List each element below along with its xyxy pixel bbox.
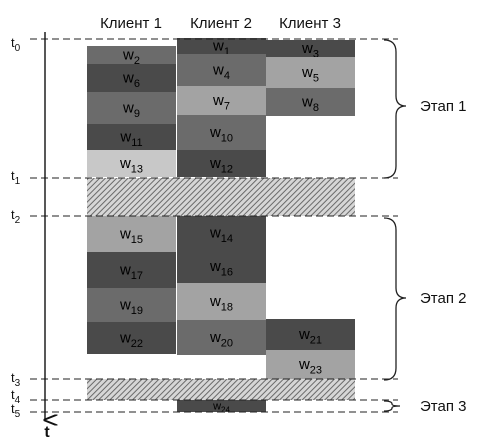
block-w2-fill [87,46,176,64]
block-w14-label: w14 [209,225,233,246]
block-w23-label: w23 [298,356,322,377]
block-w3-fill [266,40,355,57]
block-w20-fill [177,320,266,355]
block-w10-fill [177,115,266,150]
block-w19: w19 [87,288,176,322]
client-header-3: Клиент 3 [279,15,341,32]
block-w14: w14 [177,216,266,250]
block-w11-label: w11 [119,129,142,150]
stage-2-brace [383,217,407,381]
block-w15-fill [87,216,176,252]
time-axis-label: t [44,424,50,439]
block-w18: w18 [177,283,266,320]
block-w18-fill [177,283,266,320]
block-w23: w23 [266,350,355,379]
block-w1: w1 [177,38,266,59]
block-w5-fill [266,57,355,88]
block-w4-label: w4 [212,62,230,83]
block-w7-fill [177,86,266,115]
block-w9-fill [87,92,176,124]
block-w11: w11 [87,124,176,150]
block-w6-label: w6 [122,70,140,91]
block-w19-fill [87,288,176,322]
block-w13-fill [87,150,176,177]
block-w7: w7 [177,86,266,115]
block-w21-label: w21 [298,326,322,347]
time-mark-t5: t5 [11,401,21,420]
block-w2: w2 [87,46,176,67]
block-w12: w12 [177,150,266,177]
block-w12-label: w12 [209,155,233,176]
block-w19-label: w19 [119,297,143,318]
block-w23-fill [266,350,355,379]
block-w17-label: w17 [119,262,143,283]
block-w21: w21 [266,319,355,350]
stage-3-label: Этап 3 [420,398,466,415]
block-w8-label: w8 [301,94,319,115]
block-w6-fill [87,64,176,92]
stage-3-brace [383,400,401,412]
block-w12-fill [177,150,266,177]
block-w15: w15 [87,216,176,252]
block-w24-fill [177,400,266,412]
block-w10: w10 [177,115,266,150]
block-w2-label: w2 [122,47,140,68]
client-header-1: Клиент 1 [100,15,162,32]
block-w15-label: w15 [119,226,143,247]
block-w20: w20 [177,320,266,355]
block-w8: w8 [266,88,355,116]
block-w24-label: w24 [212,400,230,414]
block-w13-label: w13 [119,155,143,176]
block-w22-label: w22 [119,330,143,351]
block-w9-label: w9 [122,100,140,121]
client-header-2: Клиент 2 [190,15,252,32]
block-w17-fill [87,252,176,288]
stage-1-label: Этап 1 [420,98,466,115]
block-w24: w24 [177,400,266,415]
block-w16: w16 [177,250,266,283]
block-w18-label: w18 [209,293,233,314]
block-w11-fill [87,124,176,150]
block-w21-fill [266,319,355,350]
block-w6: w6 [87,64,176,92]
block-w7-label: w7 [212,92,230,113]
time-mark-t4: t4 [11,387,21,406]
idle-interval-1 [87,178,355,216]
block-w16-fill [177,250,266,283]
time-mark-t2: t2 [11,207,21,226]
block-w9: w9 [87,92,176,124]
idle-interval-2 [87,379,355,400]
block-w5: w5 [266,57,355,88]
block-w22-fill [87,322,176,354]
block-w4: w4 [177,54,266,86]
block-w1-label: w1 [212,38,230,59]
time-mark-t1: t1 [11,168,21,187]
block-w17: w17 [87,252,176,288]
block-w14-fill [177,216,266,250]
block-w4-fill [177,54,266,86]
stage-1-brace [383,39,407,179]
block-w5-label: w5 [301,64,319,85]
block-w16-label: w16 [209,258,233,279]
stage-2-label: Этап 2 [420,290,466,307]
block-w3-label: w3 [301,40,319,61]
block-w8-fill [266,88,355,116]
block-w22: w22 [87,322,176,354]
block-w1-fill [177,38,266,54]
block-w3: w3 [266,40,355,61]
time-mark-t3: t3 [11,370,21,389]
block-w20-label: w20 [209,329,233,350]
block-w13: w13 [87,150,176,177]
time-mark-t0: t0 [11,35,21,54]
block-w10-label: w10 [209,124,233,145]
